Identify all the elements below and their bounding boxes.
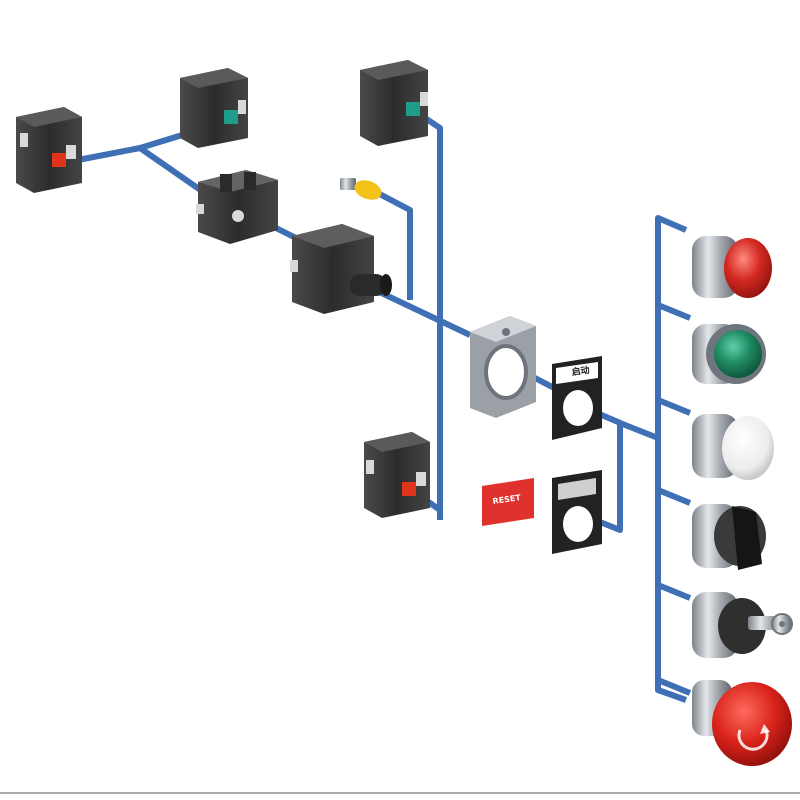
white-illuminated-button-icon	[692, 414, 774, 480]
connector-lines	[77, 115, 692, 703]
contact-block-icon	[360, 60, 428, 146]
fixing-collar-icon	[470, 316, 536, 418]
red-pushbutton-icon	[692, 236, 772, 298]
line-contact-top-right	[423, 115, 443, 520]
bus-tap-4	[656, 582, 692, 601]
selector-switch-icon	[692, 504, 766, 570]
reset-plate-text: RESET	[492, 493, 522, 506]
green-pushbutton-icon	[692, 324, 766, 384]
bus-tap-5	[656, 677, 692, 696]
bus-tap-1	[656, 302, 692, 321]
legend-holder-icon	[552, 356, 602, 440]
reset-plate-icon	[482, 478, 534, 526]
contact-block-icon	[180, 68, 248, 148]
contact-block-icon	[16, 107, 82, 193]
legend-plate-text: 启动	[571, 364, 591, 378]
legend-frame-icon	[552, 470, 602, 554]
lamp-holder-icon	[290, 224, 392, 314]
key-switch-icon	[692, 592, 793, 658]
line-bulb	[370, 187, 413, 300]
vertical-bus	[655, 215, 688, 703]
contact-block-icon	[364, 432, 430, 518]
led-bulb-icon	[340, 178, 382, 200]
mounting-adapter-icon	[196, 170, 278, 244]
bus-tap-2	[656, 397, 692, 416]
emergency-stop-button-icon	[692, 680, 792, 766]
line-legend-lower	[593, 425, 623, 533]
line-contact-left	[77, 145, 214, 201]
line-holder-to-collar	[373, 287, 472, 338]
bus-tap-3	[656, 487, 692, 506]
